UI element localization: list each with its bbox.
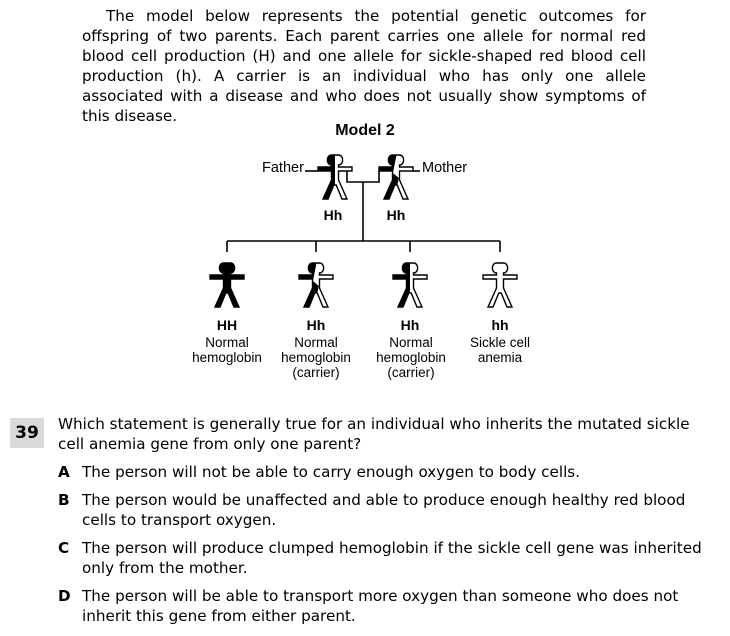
offspring-carrier-figure-1 (298, 262, 334, 308)
offspring-3-desc-line1: Normal (389, 335, 433, 350)
offspring-4-desc-line1: Sickle cell (469, 335, 531, 350)
offspring-1-desc-line2: hemoglobin (192, 350, 262, 365)
answer-option-d[interactable]: D The person will be able to transport m… (58, 586, 710, 626)
model-title: Model 2 (335, 122, 395, 139)
option-c-text: The person will produce clumped hemoglob… (82, 539, 702, 577)
offspring-2-desc-line1: Normal (294, 335, 338, 350)
offspring-3-desc-line2: hemoglobin (376, 350, 446, 365)
offspring-2-desc-line3: (carrier) (292, 365, 340, 380)
mother-genotype: Hh (386, 207, 406, 223)
mother-label: Mother (422, 160, 468, 176)
offspring-2-desc-line2: hemoglobin (281, 350, 351, 365)
passage-text: The model below represents the potential… (82, 7, 646, 125)
offspring-2-genotype: Hh (306, 317, 326, 333)
offspring-sickle-cell-figure (482, 262, 518, 308)
offspring-hh-homozygous-dominant-figure (209, 262, 245, 308)
mother-figure (378, 154, 414, 200)
question-stem: Which statement is generally true for an… (58, 415, 690, 453)
option-a-text: The person will not be able to carry eno… (82, 463, 581, 481)
offspring-1-desc-line1: Normal (205, 335, 249, 350)
offspring-4-genotype: hh (491, 317, 509, 333)
offspring-2-description: Normal hemoglobin (carrier) (261, 335, 371, 380)
option-d-text: The person will be able to transport mor… (82, 587, 679, 625)
marriage-line (346, 171, 380, 183)
answer-option-b[interactable]: B The person would be unaffected and abl… (58, 490, 710, 530)
offspring-3-genotype: Hh (400, 317, 420, 333)
offspring-4-description: Sickle cell anemia (445, 335, 555, 365)
answer-option-c[interactable]: C The person will produce clumped hemogl… (58, 538, 710, 578)
option-d-letter: D (58, 587, 71, 605)
option-b-text: The person would be unaffected and able … (82, 491, 686, 529)
option-b-letter: B (58, 491, 70, 509)
father-genotype: Hh (323, 207, 343, 223)
father-label: Father (262, 160, 304, 176)
offspring-3-desc-line3: (carrier) (387, 365, 435, 380)
option-c-letter: C (58, 539, 70, 557)
question-number-badge: 39 (10, 418, 44, 448)
answer-option-a[interactable]: A The person will not be able to carry e… (58, 462, 710, 482)
offspring-4-desc-line2: anemia (477, 350, 523, 365)
offspring-1-description: Normal hemoglobin (172, 335, 282, 365)
offspring-1-genotype: HH (216, 317, 238, 333)
pedigree-diagram (209, 154, 518, 308)
option-a-letter: A (58, 463, 70, 481)
offspring-3-description: Normal hemoglobin (carrier) (356, 335, 466, 380)
offspring-carrier-figure-2 (392, 262, 428, 308)
